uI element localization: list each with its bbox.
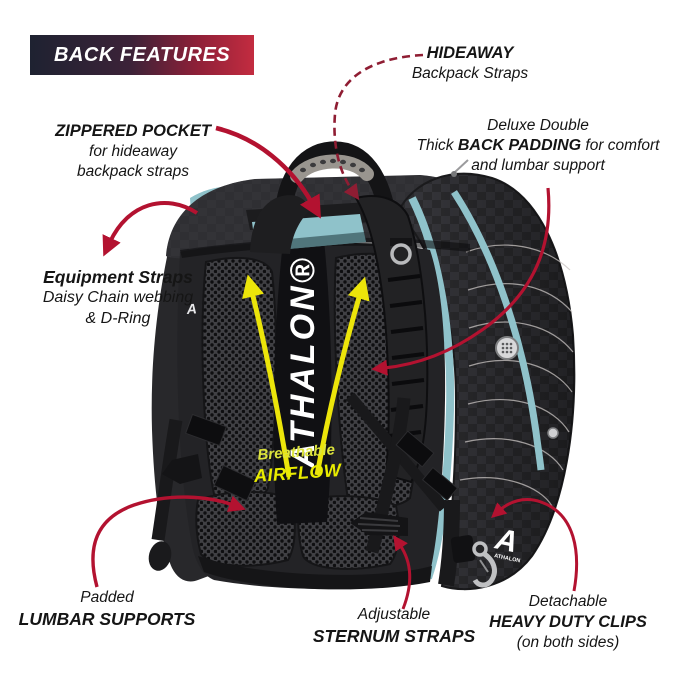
- zippered-pocket-arrow: [215, 125, 321, 219]
- left-strap-logo: A: [185, 300, 197, 317]
- bag-bottom: [198, 556, 432, 590]
- banner-title: BACK FEATURES: [54, 43, 231, 66]
- left-clip-male: [162, 454, 202, 484]
- stitch-lines: [459, 244, 574, 507]
- zipper-pull: [451, 159, 469, 177]
- left-hanging-strap: [148, 413, 257, 571]
- carry-handle: [274, 141, 399, 244]
- sternum-straps-label: Adjustable STERNUM STRAPS: [312, 606, 476, 646]
- svg-text:ATHALON: ATHALON: [494, 553, 521, 564]
- left-slider-buckle: [185, 413, 227, 447]
- hideaway-dashed-arrow: [333, 53, 424, 201]
- equipment-straps-label: Equipment Straps Daisy Chain webbing & D…: [42, 267, 194, 327]
- handle-grip: [290, 154, 374, 183]
- back-padding-arrow: [371, 187, 551, 376]
- vent-grommet: [495, 336, 519, 360]
- heavy-duty-clips-arrow: [491, 498, 579, 592]
- clip-prongs: [357, 517, 401, 532]
- brand-vertical-text: ATHALON®: [284, 255, 322, 469]
- left-clip-female: [213, 464, 257, 502]
- back-padding-label: Deluxe Double Thick BACK PADDING for com…: [416, 117, 660, 175]
- left-strap-anchor: [250, 195, 310, 254]
- back-features-banner: BACK FEATURES: [30, 35, 254, 75]
- center-strip: ATHALON®: [273, 240, 332, 524]
- airflow-arrows: [242, 274, 370, 478]
- sternum-straps-arrow: [393, 535, 412, 610]
- strap-end-tab: [148, 541, 172, 571]
- strap-slider-buckle: [395, 430, 435, 468]
- snap-button: [547, 427, 559, 439]
- airflow-arrow-right: [314, 276, 370, 476]
- equipment-straps-arrow: [102, 201, 199, 257]
- lumbar-supports-label: Padded LUMBAR SUPPORTS: [18, 589, 196, 629]
- d-ring: [390, 243, 412, 265]
- handle-grip-dots: [300, 158, 365, 173]
- backpack: ATHALON®: [148, 141, 576, 591]
- hideaway-label: HIDEAWAY Backpack Straps: [411, 44, 529, 83]
- airflow-label: Breathable AIRFLOW: [253, 441, 342, 487]
- airflow-arrow-left: [242, 274, 292, 478]
- strap-buckle: [421, 466, 459, 502]
- heavy-duty-clip: [472, 541, 497, 588]
- teal-zippers: [408, 190, 545, 580]
- zippered-pocket-label: ZIPPERED POCKET for hideaway backpack st…: [55, 122, 211, 180]
- d-ring-loop: [390, 238, 412, 246]
- annotation-arrows: [91, 53, 579, 610]
- lumbar-supports-arrow: [91, 495, 246, 588]
- sternum-straps: [345, 392, 476, 587]
- lumbar-pad-left: [195, 490, 296, 567]
- heavy-duty-clips-label: Detachable HEAVY DUTY CLIPS (on both sid…: [489, 593, 647, 651]
- clip-tab: [450, 535, 476, 563]
